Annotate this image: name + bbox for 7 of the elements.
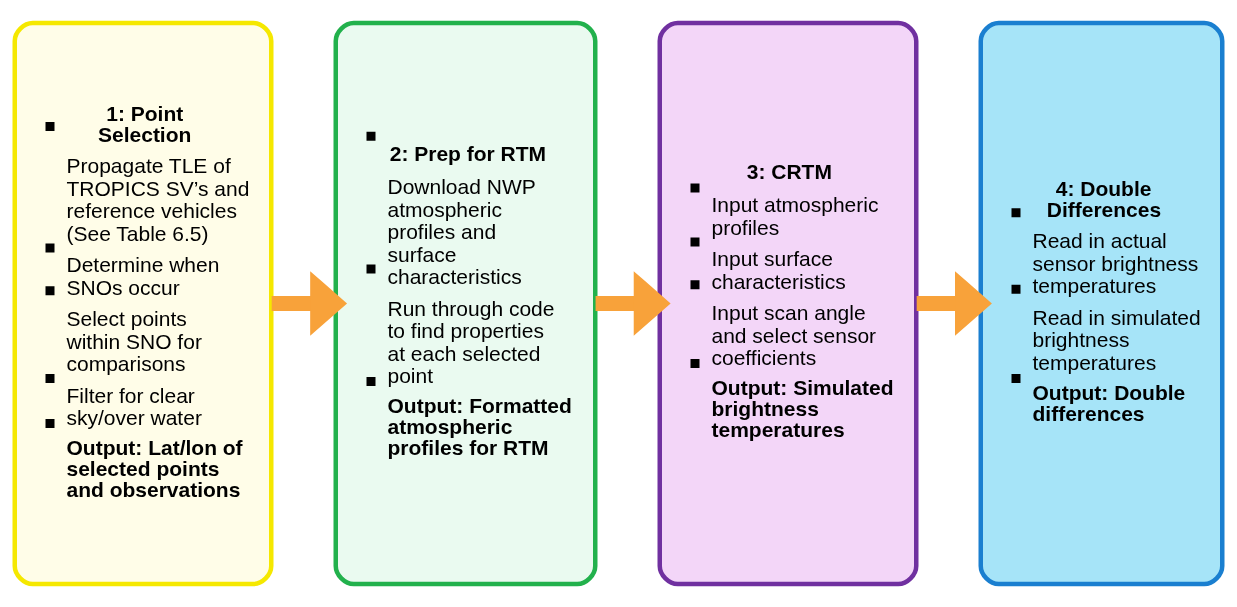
arrow — [595, 271, 671, 336]
node-box: 4: Double Differences Read in actual sensor brightness temperatures Read in simulated brightness temperatures Output: Double differences — [978, 20, 1225, 587]
node-box: 2: Prep for RTM Download NWP atmospheric profiles and surface characteristics Run through code to find properties at each selected point Output: Formatted atmospheric profiles for RTM — [333, 20, 598, 587]
arrow — [916, 271, 992, 336]
node-box: 3: CRTM Input atmospheric profiles Input surface characteristics Input scan angle and select sensor coefficients Output: Simulated brightness temperatures — [657, 20, 919, 587]
node-box: 1: Point Selection Propagate TLE of TROPICS SV’s and reference vehicles (See Table 6.5) Determine when SNOs occur Select points within SNO for comparisons Filter for clear sky/over water Output: Lat/lon of selected points and observations — [12, 20, 274, 587]
arrow — [271, 271, 348, 336]
